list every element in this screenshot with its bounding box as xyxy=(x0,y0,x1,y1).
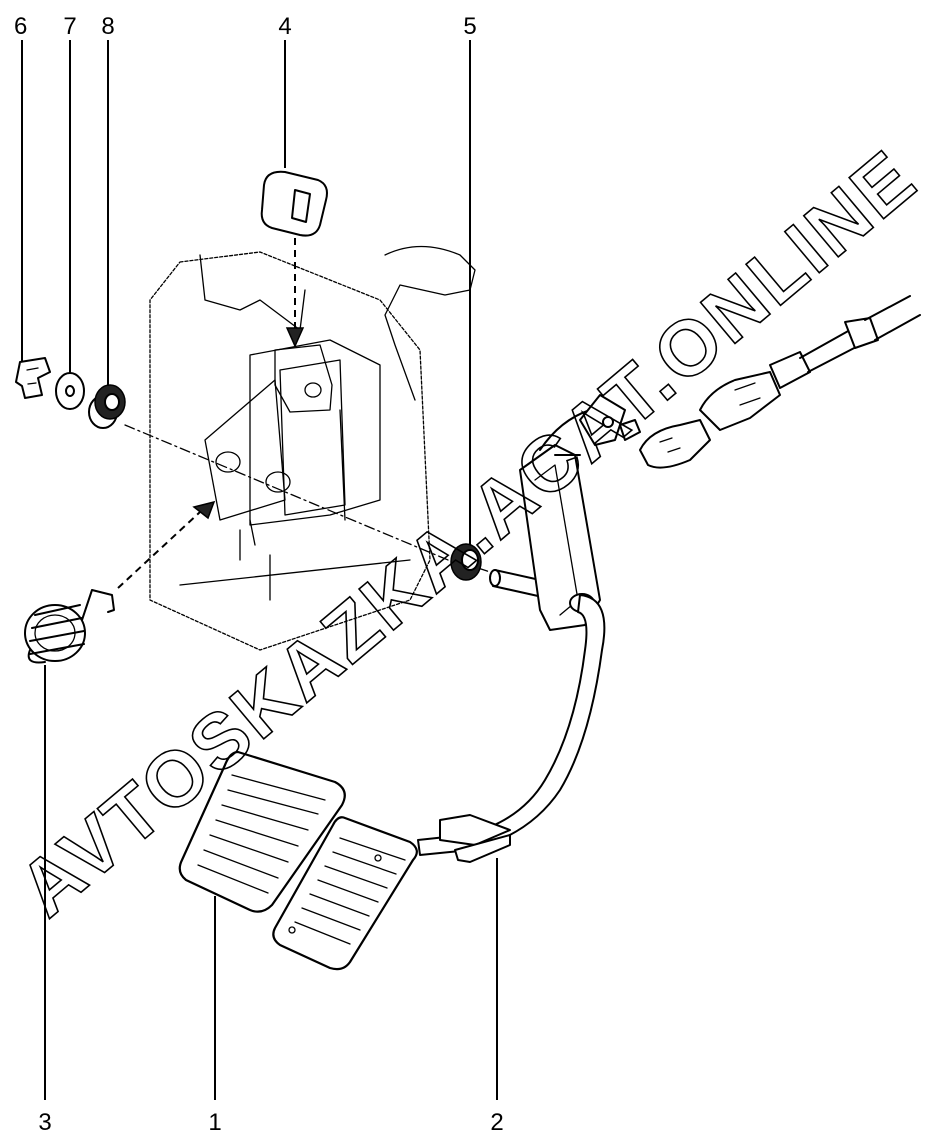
callout-7: 7 xyxy=(63,13,76,40)
callout-6: 6 xyxy=(14,13,27,40)
callout-8: 8 xyxy=(101,13,114,40)
pivot-pin xyxy=(489,569,541,597)
callout-4: 4 xyxy=(278,13,291,40)
accelerator-pedal-lever-icon xyxy=(417,394,641,863)
washer-icon xyxy=(55,372,85,410)
rubber-pedal-pad-icon xyxy=(178,750,346,913)
buffer-arrow-head xyxy=(285,327,305,348)
callout-1: 1 xyxy=(208,1109,221,1136)
callout-2: 2 xyxy=(490,1109,503,1136)
throttle-cable xyxy=(639,295,921,469)
pedal-stop-buffer-icon xyxy=(260,170,328,237)
callout-labels: 6 7 8 4 5 3 1 2 xyxy=(14,13,504,1136)
pedal-bracket-panel xyxy=(149,245,476,651)
return-spring-icon xyxy=(24,589,115,664)
leader-lines xyxy=(21,40,498,1100)
bushing-icon xyxy=(450,543,482,581)
callout-5: 5 xyxy=(463,13,476,40)
spring-arrow-head xyxy=(192,500,216,520)
watermark-text: AVTOSKAZKA.ACAT.ONLINE xyxy=(2,132,928,933)
callout-3: 3 xyxy=(38,1109,51,1136)
bushing-icon xyxy=(88,384,126,429)
retaining-clip-icon xyxy=(15,357,51,399)
pedal-plate xyxy=(272,816,418,971)
spring-arrow-line xyxy=(117,511,201,589)
